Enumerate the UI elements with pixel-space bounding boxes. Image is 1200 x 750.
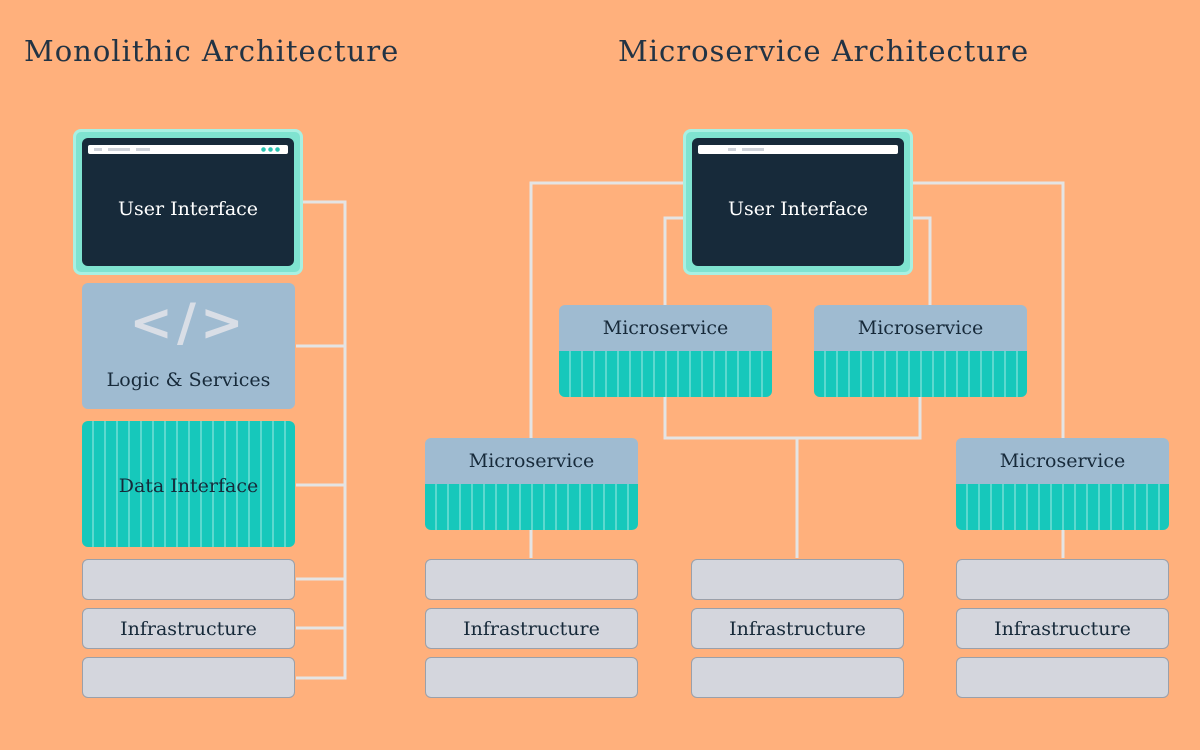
microservice-label: Microservice <box>999 450 1126 472</box>
mono-infra-slot-bottom <box>82 657 295 698</box>
mono-logic-services: </> Logic & Services <box>82 283 295 409</box>
browser-bar <box>88 145 288 154</box>
microservice-box: Microservice <box>956 438 1169 530</box>
mono-user-interface: User Interface <box>73 129 303 275</box>
mono-logic-label: Logic & Services <box>106 369 271 391</box>
micro-infra-slot-top <box>425 559 638 600</box>
mono-ui-label: User Interface <box>117 198 259 220</box>
micro-connector-inner-right <box>906 216 932 305</box>
mono-data-interface: Data Interface <box>82 421 295 547</box>
micro-infrastructure: Infrastructure <box>425 608 638 649</box>
micro-infra-label: Infrastructure <box>994 618 1131 640</box>
microservice-title: Microservice Architecture <box>618 34 1030 68</box>
micro-ui-label: User Interface <box>727 198 869 220</box>
browser-bar <box>698 145 898 154</box>
micro-infra-label: Infrastructure <box>463 618 600 640</box>
microservice-box: Microservice <box>425 438 638 530</box>
micro-infra-slot-bottom <box>956 657 1169 698</box>
mono-infra-label: Infrastructure <box>120 618 257 640</box>
microservice-label: Microservice <box>602 317 729 339</box>
mono-connector <box>296 200 347 680</box>
micro-connector-inner-left <box>663 216 922 440</box>
micro-user-interface: User Interface <box>683 129 913 275</box>
micro-infra-slot-bottom <box>691 657 904 698</box>
micro-connector-left <box>529 181 683 558</box>
micro-infra-slot-top <box>956 559 1169 600</box>
monolithic-title: Monolithic Architecture <box>24 34 400 68</box>
mono-data-label: Data Interface <box>118 475 259 497</box>
microservice-box: Microservice <box>814 305 1027 397</box>
microservice-label: Microservice <box>468 450 595 472</box>
micro-infra-slot-top <box>691 559 904 600</box>
micro-infrastructure: Infrastructure <box>691 608 904 649</box>
micro-infra-label: Infrastructure <box>729 618 866 640</box>
window-dots-icon <box>260 147 282 152</box>
code-icon: </> <box>129 293 248 353</box>
mono-infra-slot-top <box>82 559 295 600</box>
micro-infrastructure: Infrastructure <box>956 608 1169 649</box>
mono-infrastructure: Infrastructure <box>82 608 295 649</box>
microservice-label: Microservice <box>857 317 984 339</box>
microservice-box: Microservice <box>559 305 772 397</box>
micro-infra-slot-bottom <box>425 657 638 698</box>
micro-connector-right <box>913 181 1065 558</box>
